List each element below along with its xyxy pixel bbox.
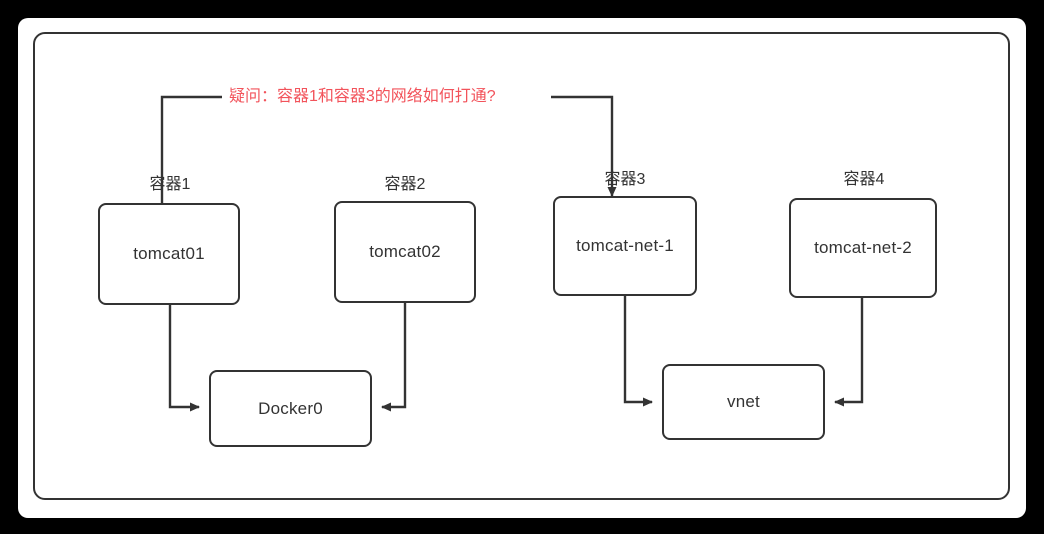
node-tomcat01[interactable]: tomcat01	[98, 203, 240, 305]
edge-tomcatnet2-vnet	[834, 298, 864, 407]
diagram-frame	[33, 32, 1010, 500]
caption-container-2: 容器2	[384, 176, 426, 193]
annotation-connector-right	[551, 95, 617, 197]
annotation-label: 疑问：容器1和容器3的网络如何打通?	[222, 88, 503, 106]
node-tomcat02-label: tomcat02	[369, 242, 441, 261]
edge-tomcat01-docker0	[168, 305, 200, 412]
node-tomcat-net-1-label: tomcat-net-1	[576, 236, 674, 255]
node-docker0[interactable]: Docker0	[209, 370, 372, 447]
node-vnet[interactable]: vnet	[662, 364, 825, 440]
node-tomcat01-label: tomcat01	[133, 244, 205, 263]
edge-tomcatnet1-vnet	[623, 296, 653, 407]
node-vnet-label: vnet	[727, 392, 760, 411]
node-tomcat02[interactable]: tomcat02	[334, 201, 476, 303]
edge-tomcat02-docker0	[381, 303, 407, 412]
node-tomcat-net-2-label: tomcat-net-2	[814, 238, 912, 257]
node-tomcat-net-1[interactable]: tomcat-net-1	[553, 196, 697, 296]
node-docker0-label: Docker0	[258, 398, 323, 418]
caption-container-1: 容器1	[149, 176, 191, 193]
node-tomcat-net-2[interactable]: tomcat-net-2	[789, 198, 937, 298]
annotation-connector-left	[160, 95, 222, 203]
caption-container-4: 容器4	[843, 171, 885, 188]
caption-container-3: 容器3	[604, 171, 646, 188]
